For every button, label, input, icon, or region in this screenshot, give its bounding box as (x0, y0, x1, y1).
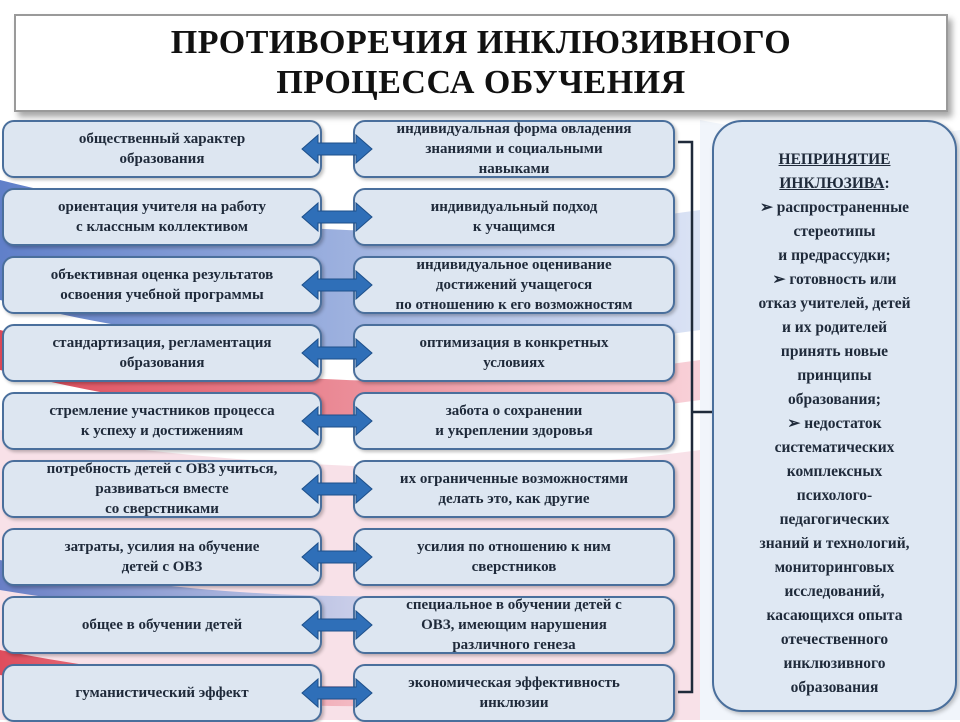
panel-line: стереотипы (793, 223, 876, 240)
box-text-line: образования (119, 151, 205, 167)
box-text-line: к успеху и достижениям (80, 423, 244, 439)
box-text-line: знаниями и социальными (425, 141, 603, 157)
panel-line: принципы (797, 367, 872, 384)
panel-line: и предрассудки; (778, 247, 891, 264)
box-text-line: достижений учащегося (435, 277, 593, 293)
box-text-line: индивидуальный подход (430, 199, 598, 215)
left-box-5: стремление участников процесса к успеху … (2, 392, 322, 450)
curly-bracket-icon (678, 140, 712, 694)
box-text-line: их ограниченные возможностями (399, 471, 629, 487)
panel-line: систематических (774, 439, 895, 456)
right-box-4: оптимизация в конкретных условиях (353, 324, 675, 382)
box-text-line: делать это, как другие (438, 491, 590, 507)
box-text-line: освоения учебной программы (60, 287, 264, 303)
non-acceptance-panel: НЕПРИНЯТИЕ ИНКЛЮЗИВА: ➢ распространенные… (712, 120, 957, 712)
box-text-line: инклюзии (479, 695, 549, 711)
left-box-1: общественный характер образования (2, 120, 322, 178)
box-text-line: стремление участников процесса (49, 403, 275, 419)
right-box-7: усилия по отношению к ним сверстников (353, 528, 675, 586)
panel-line: и их родителей (781, 319, 888, 336)
page-title: ПРОТИВОРЕЧИЯ ИНКЛЮЗИВНОГО ПРОЦЕССА ОБУЧЕ… (14, 14, 948, 112)
right-box-2: индивидуальный подход к учащимся (353, 188, 675, 246)
panel-line: отказ учителей, детей (758, 295, 911, 312)
left-box-6: потребность детей с ОВЗ учиться, развива… (2, 460, 322, 518)
panel-heading-line-2: ИНКЛЮЗИВА: (779, 172, 889, 196)
box-text-line: индивидуальное оценивание (416, 257, 612, 273)
panel-line: педагогических (779, 511, 890, 528)
panel-line: психолого- (796, 487, 873, 504)
box-text-line: стандартизация, регламентация (52, 335, 272, 351)
panel-line: комплексных (786, 463, 883, 480)
box-text-line: с классным коллективом (76, 219, 248, 235)
box-text-line: ориентация учителя на работу (58, 199, 266, 215)
panel-heading-colon: : (884, 175, 890, 192)
left-box-9: гуманистический эффект (2, 664, 322, 722)
box-text-line: со сверстниками (105, 501, 219, 517)
panel-heading-line-1: НЕПРИНЯТИЕ (778, 151, 891, 168)
panel-line: ➢ готовность или (772, 271, 897, 288)
right-box-3: индивидуальное оценивание достижений уча… (353, 256, 675, 314)
box-text-line: экономическая эффективность (408, 675, 620, 691)
box-text-line: различного генеза (452, 637, 576, 653)
box-text-line: навыками (478, 161, 550, 177)
box-text-line: к учащимся (472, 219, 556, 235)
right-box-8: специальное в обучении детей с ОВЗ, имею… (353, 596, 675, 654)
panel-line: мониторинговых (774, 559, 895, 576)
box-text-line: оптимизация в конкретных (419, 335, 609, 351)
double-headed-arrow-icon (301, 269, 373, 301)
panel-line: образования; (788, 391, 881, 408)
left-box-7: затраты, усилия на обучение детей с ОВЗ (2, 528, 322, 586)
right-box-9: экономическая эффективность инклюзии (353, 664, 675, 722)
right-box-1: индивидуальная форма овладения знаниями … (353, 120, 675, 178)
left-box-2: ориентация учителя на работу с классным … (2, 188, 322, 246)
title-line-1: ПРОТИВОРЕЧИЯ ИНКЛЮЗИВНОГО (170, 24, 792, 61)
left-box-8: общее в обучении детей (2, 596, 322, 654)
box-text-line: усилия по отношению к ним (417, 539, 611, 555)
panel-heading-word: ИНКЛЮЗИВА (779, 175, 885, 192)
box-text-line: образования (119, 355, 205, 371)
double-headed-arrow-icon (301, 133, 373, 165)
double-headed-arrow-icon (301, 541, 373, 573)
box-text-line: детей с ОВЗ (121, 559, 203, 575)
box-text-line: общественный характер (78, 131, 246, 147)
right-box-5: забота о сохранении и укреплении здоровь… (353, 392, 675, 450)
panel-line: принять новые (780, 343, 889, 360)
box-text-line: объективная оценка результатов (50, 267, 274, 283)
box-text-line: потребность детей с ОВЗ учиться, (46, 461, 278, 477)
double-headed-arrow-icon (301, 473, 373, 505)
box-text-line: забота о сохранении (445, 403, 583, 419)
double-headed-arrow-icon (301, 337, 373, 369)
panel-line: касающихся опыта (766, 607, 903, 624)
box-text-line: индивидуальная форма овладения (396, 121, 632, 137)
right-box-6: их ограниченные возможностями делать это… (353, 460, 675, 518)
box-text-line: специальное в обучении детей с (406, 597, 622, 613)
left-box-3: объективная оценка результатов освоения … (2, 256, 322, 314)
panel-line: отечественного (780, 631, 889, 648)
panel-line: инклюзивного (783, 655, 886, 672)
double-headed-arrow-icon (301, 201, 373, 233)
box-text-line: условиях (483, 355, 545, 371)
panel-line: образования (790, 679, 879, 696)
double-headed-arrow-icon (301, 405, 373, 437)
double-headed-arrow-icon (301, 609, 373, 641)
box-text-line: затраты, усилия на обучение (64, 539, 260, 555)
panel-line: знаний и технологий, (759, 535, 910, 552)
panel-line: ➢ недостаток (787, 415, 882, 432)
panel-line: ➢ распространенные (759, 199, 910, 216)
title-line-2: ПРОЦЕССА ОБУЧЕНИЯ (276, 64, 686, 101)
box-text-line: и укреплении здоровья (435, 423, 593, 439)
double-headed-arrow-icon (301, 677, 373, 709)
box-text-line: развиваться вместе (95, 481, 229, 497)
box-text-line: общее в обучении детей (81, 617, 243, 633)
left-box-4: стандартизация, регламентация образовани… (2, 324, 322, 382)
box-text-line: по отношению к его возможностям (395, 297, 633, 313)
box-text-line: ОВЗ, имеющим нарушения (421, 617, 607, 633)
box-text-line: сверстников (471, 559, 557, 575)
box-text-line: гуманистический эффект (75, 685, 249, 701)
panel-line: исследований, (784, 583, 885, 600)
